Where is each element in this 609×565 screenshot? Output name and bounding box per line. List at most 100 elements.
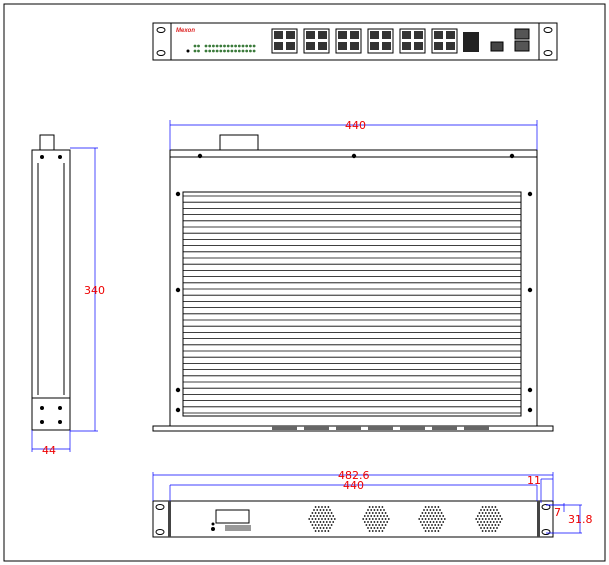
vent-hole xyxy=(419,521,422,523)
reset-button-icon xyxy=(186,49,190,53)
vent-hole xyxy=(489,509,492,511)
vent-hole xyxy=(491,518,494,520)
vent-hole xyxy=(363,521,366,523)
vent-hole xyxy=(435,509,438,511)
sfp-port xyxy=(402,31,411,39)
port-edge xyxy=(464,426,489,430)
vent-hole xyxy=(368,530,371,532)
vent-hole xyxy=(435,521,438,523)
port-edge xyxy=(400,426,425,430)
vent-hole xyxy=(327,530,330,532)
led-indicator xyxy=(245,49,249,53)
vent-hole xyxy=(314,530,317,532)
vent-hole xyxy=(491,530,494,532)
vent-hole xyxy=(311,524,314,526)
sfp-port xyxy=(434,42,443,50)
vent-hole xyxy=(492,527,495,529)
screw-hole-icon xyxy=(175,287,181,293)
vent-hole xyxy=(486,515,489,517)
led-indicator xyxy=(249,44,252,48)
vent-hole xyxy=(383,527,385,529)
vent-hole xyxy=(491,506,494,508)
vent-hole xyxy=(379,521,382,523)
led-indicator xyxy=(204,44,208,48)
vent-hole xyxy=(486,521,489,523)
vent-hole xyxy=(439,527,441,529)
vent-hole xyxy=(483,527,486,529)
screw-hole-icon xyxy=(175,191,181,197)
led-indicator xyxy=(234,49,238,53)
vent-hole xyxy=(442,515,445,517)
vent-hole xyxy=(370,515,373,517)
front-port-edge xyxy=(272,426,489,430)
vent-hole xyxy=(481,506,484,508)
vent-hole xyxy=(311,512,314,514)
led-indicator xyxy=(226,44,230,48)
vent-hole xyxy=(483,515,486,517)
vent-hole xyxy=(322,527,325,529)
vent-hole xyxy=(313,527,315,529)
vent-hole xyxy=(368,512,371,514)
vent-hole xyxy=(314,524,317,526)
vent-hole xyxy=(327,518,330,520)
led-indicator xyxy=(252,49,256,53)
vent-hole xyxy=(368,506,371,508)
screw-hole-icon xyxy=(175,407,181,413)
vent-hole xyxy=(494,530,497,532)
vent-hole xyxy=(373,521,376,523)
dimension-hole-offset: 7 xyxy=(554,506,561,519)
top-connector xyxy=(219,134,259,151)
vent-hole xyxy=(363,515,366,517)
sfp-port xyxy=(414,31,423,39)
vent-hole xyxy=(316,527,319,529)
vent-hole xyxy=(431,518,433,520)
vent-hole xyxy=(313,521,315,523)
vent-hole xyxy=(440,512,443,514)
vent-hole xyxy=(378,524,381,526)
vent-hole xyxy=(439,515,441,517)
vent-hole xyxy=(494,524,497,526)
vent-hole xyxy=(478,524,481,526)
vent-hole xyxy=(427,530,430,532)
led-indicator xyxy=(215,49,219,53)
vent-hole xyxy=(484,512,487,514)
vent-hole xyxy=(424,512,427,514)
vent-hole xyxy=(432,527,435,529)
vent-hole xyxy=(373,515,376,517)
vent-hole xyxy=(491,512,494,514)
vent-hole xyxy=(434,524,437,526)
led-indicator xyxy=(252,44,256,48)
screw-hole-icon xyxy=(175,387,181,393)
vent-hole xyxy=(325,509,328,511)
vent-hole xyxy=(480,527,482,529)
led-indicator xyxy=(249,49,252,53)
vent-hole xyxy=(427,518,430,520)
vent-hole xyxy=(321,524,323,526)
sfp-port xyxy=(318,42,327,50)
sfp-port xyxy=(306,42,315,50)
led-indicator xyxy=(237,49,241,53)
vent-hole xyxy=(373,527,376,529)
sfp-port xyxy=(446,31,455,39)
vent-hole xyxy=(381,524,384,526)
led-indicator xyxy=(204,49,208,53)
vent-hole xyxy=(316,515,319,517)
led-indicator xyxy=(219,49,223,53)
vent-hole xyxy=(371,530,374,532)
vent-hole xyxy=(431,530,433,532)
rack-hole-icon xyxy=(156,50,166,56)
sfp-port xyxy=(370,31,379,39)
vent-hole xyxy=(327,524,330,526)
vent-hole xyxy=(329,509,331,511)
vent-hole xyxy=(376,521,379,523)
vent-hole xyxy=(381,518,384,520)
led-indicator xyxy=(230,44,234,48)
vent-hole xyxy=(424,530,427,532)
vent-hole xyxy=(368,524,371,526)
screw-hole-icon xyxy=(527,287,533,293)
vent-hole xyxy=(434,512,437,514)
vent-hole xyxy=(481,518,484,520)
vent-hole xyxy=(484,518,487,520)
